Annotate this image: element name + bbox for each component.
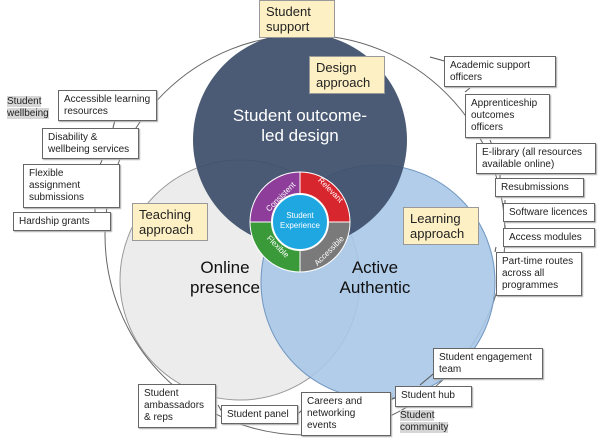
student-wellbeing-label: Student wellbeing [7, 96, 49, 120]
student-experience-core [271, 193, 329, 251]
design-circle-label: Student outcome-led design [232, 106, 368, 145]
part-time-routes-box: Part-time routes across all programmes [496, 252, 582, 296]
access-modules-box: Access modules [503, 228, 595, 247]
student-engagement-team-box: Student engagement team [433, 348, 543, 379]
active-authentic-label: Active Authentic [339, 258, 411, 297]
student-community-label: Student community [400, 410, 449, 434]
e-library-box: E-library (all resources available onlin… [476, 143, 596, 174]
student-ambassadors-box: Student ambassadors & reps [138, 384, 216, 428]
careers-events-box: Careers and networking events [301, 392, 391, 436]
learning-approach-label: Learning approach [403, 207, 479, 245]
software-licences-box: Software licences [503, 203, 595, 222]
flexible-submissions-box: Flexible assignment submissions [23, 164, 120, 208]
hardship-grants-box: Hardship grants [13, 212, 111, 231]
values-wheel: Consistent Relevant Accessible Flexible [249, 171, 351, 273]
teaching-approach-label: Teaching approach [132, 203, 208, 241]
student-experience-label: Student Experience [279, 211, 321, 230]
student-wellbeing-text: Student wellbeing [7, 96, 49, 119]
student-community-text: Student community [400, 410, 449, 433]
apprenticeship-officers-box: Apprenticeship outcomes officers [465, 94, 550, 138]
student-support-label: Student support [259, 0, 335, 38]
student-panel-box: Student panel [221, 405, 298, 424]
academic-support-officers-box: Academic support officers [444, 56, 556, 87]
student-hub-box: Student hub [395, 386, 472, 407]
accessible-learning-resources-box: Accessible learning resources [58, 90, 157, 121]
online-presence-label: Online presence [190, 258, 260, 297]
resubmissions-box: Resubmissions [495, 178, 584, 197]
design-approach-label: Design approach [309, 56, 385, 94]
disability-wellbeing-box: Disability & wellbeing services [42, 128, 139, 159]
